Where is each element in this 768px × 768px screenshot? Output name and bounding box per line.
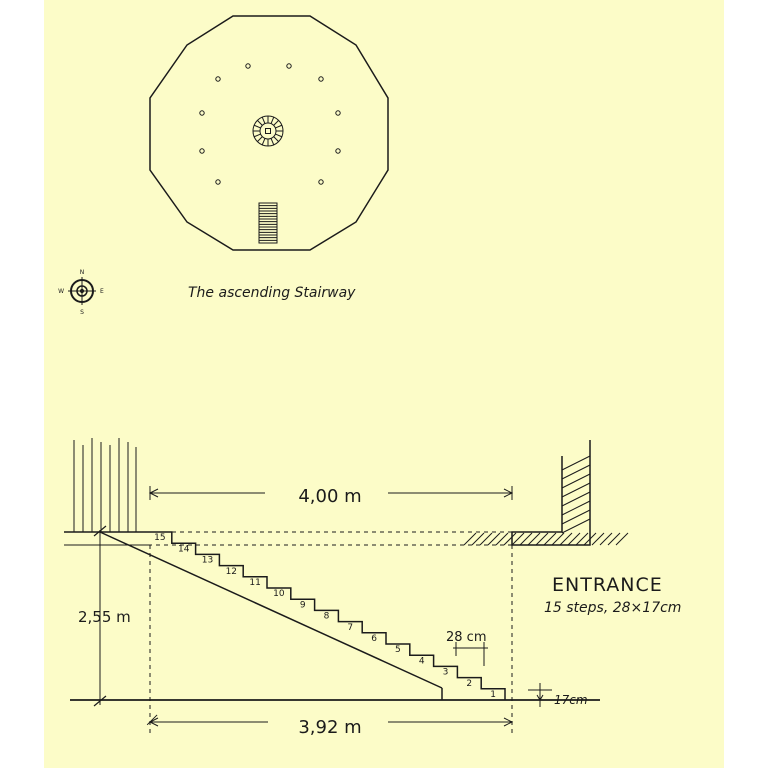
pillar-ring	[199, 63, 341, 185]
compass-south-label: S	[80, 309, 84, 316]
step-number: 8	[324, 612, 330, 622]
width-bottom-dimension: 3,92 m	[298, 717, 361, 738]
step-number: 1	[490, 690, 496, 700]
compass-east-label: E	[100, 288, 104, 295]
entrance-title: ENTRANCE	[552, 574, 663, 596]
step-number: 6	[371, 634, 377, 644]
compass-west-label: W	[58, 288, 64, 295]
floor-plan	[149, 15, 389, 251]
width-top-dimension: 4,00 m	[298, 486, 361, 507]
plan-stair	[258, 202, 278, 244]
dodecagon-outline	[149, 15, 389, 251]
riser-dimension: 17cm	[554, 693, 588, 707]
entrance-subtitle: 15 steps, 28×17cm	[544, 600, 681, 616]
step-number: 11	[249, 578, 260, 588]
step-number: 5	[395, 645, 401, 655]
step-number: 13	[202, 556, 213, 566]
central-rosette	[252, 115, 284, 147]
upper-wall-hatching	[73, 438, 137, 532]
stair-soffit	[99, 531, 443, 689]
stair-section	[64, 438, 629, 735]
plan-caption: The ascending Stairway	[188, 285, 356, 301]
step-number: 9	[300, 600, 306, 610]
step-number: 3	[443, 668, 449, 678]
height-dimension: 2,55 m	[78, 608, 131, 626]
step-number: 4	[419, 656, 425, 666]
step-number: 10	[273, 589, 285, 599]
step-number: 15	[154, 533, 165, 543]
step-number: 14	[178, 544, 190, 554]
step-number: 2	[466, 679, 472, 689]
stair-profile	[148, 531, 506, 700]
compass-rose: N E S W	[58, 269, 104, 316]
step-number: 7	[347, 623, 353, 633]
step-number: 12	[226, 567, 237, 577]
drawing-sheet	[44, 0, 724, 768]
tread-dimension: 28 cm	[446, 630, 487, 645]
entrance-wall	[463, 440, 629, 546]
compass-north-label: N	[80, 269, 85, 276]
